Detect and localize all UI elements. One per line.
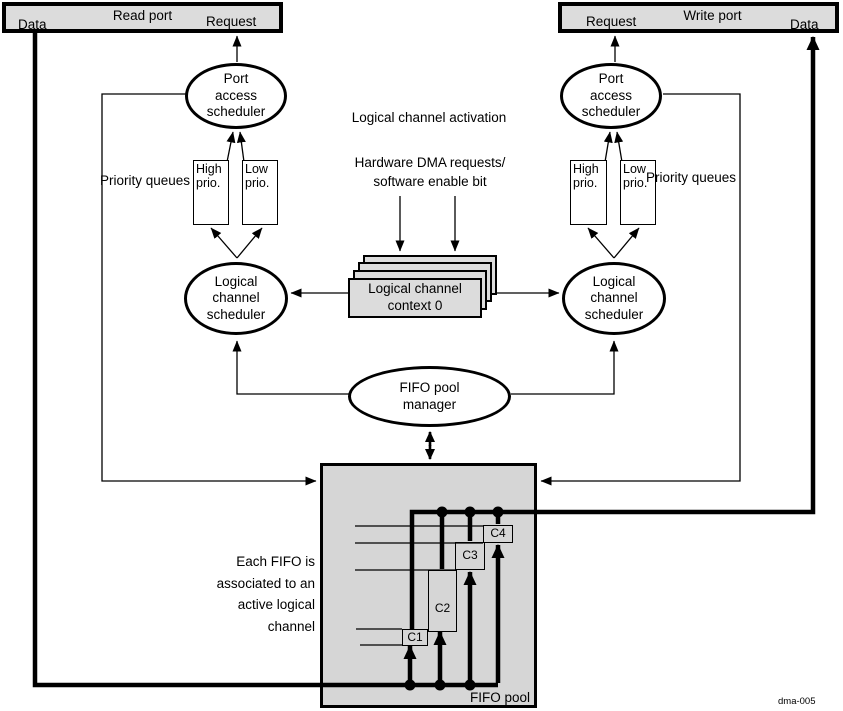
priority-queues-label-right: Priority queues — [645, 170, 737, 185]
fifo-pool-manager-label: FIFO pool manager — [399, 380, 460, 412]
port-access-scheduler-right-label: Port access scheduler — [581, 71, 641, 120]
read-data-path — [32, 33, 498, 688]
junction-dots — [404, 506, 504, 691]
fifo-pool-label: FIFO pool — [469, 690, 530, 705]
fifo-pool-manager: FIFO pool manager — [348, 366, 511, 427]
port-access-scheduler-left: Port access scheduler — [185, 63, 287, 129]
write-port-data-label: Data — [790, 17, 819, 32]
fifo-input-arrows — [403, 544, 505, 685]
port-access-scheduler-right: Port access scheduler — [560, 63, 662, 129]
fifo-channel-label-c4: C4 — [490, 526, 506, 540]
port-access-scheduler-left-label: Port access scheduler — [206, 71, 266, 120]
write-port-box — [558, 2, 839, 33]
fifo-channel-box-c4 — [483, 525, 513, 543]
read-port-title: Read port — [112, 8, 173, 23]
logical-channel-context-label: Logical channel context 0 — [368, 281, 462, 313]
figure-id: dma-005 — [778, 696, 816, 707]
low-priority-queue-left: Low prio. — [242, 160, 278, 225]
fifo-note: Each FIFO is associated to an active log… — [216, 554, 315, 634]
logical-channel-scheduler-right: Logical channel scheduler — [562, 262, 666, 335]
read-port-data-label: Data — [18, 17, 47, 32]
high-priority-queue-right: High prio. — [570, 160, 607, 225]
control-request-lines — [101, 35, 741, 486]
fifo-channel-label-c3: C3 — [462, 548, 478, 562]
fifo-partition-lines — [355, 525, 483, 646]
fifo-channel-label-c2: C2 — [434, 601, 451, 615]
write-port-request-label: Request — [586, 14, 637, 29]
read-port-box — [2, 2, 283, 33]
low-priority-queue-right: Low prio. — [620, 160, 656, 225]
logical-channel-scheduler-left-label: Logical channel scheduler — [206, 273, 266, 322]
hardware-dma-requests-label: Hardware DMA requests/ software enable b… — [354, 155, 506, 189]
high-priority-queue-left: High prio. — [193, 160, 229, 225]
fifo-channel-label-c1: C1 — [407, 630, 423, 644]
logical-channel-activation-label: Logical channel activation — [351, 110, 507, 125]
logical-channel-scheduler-left: Logical channel scheduler — [184, 262, 288, 335]
read-port-request-label: Request — [206, 14, 257, 29]
logical-channel-scheduler-right-label: Logical channel scheduler — [584, 273, 644, 322]
priority-queues-label-left: Priority queues — [99, 173, 191, 188]
logical-channel-context-box: Logical channel context 0 — [348, 278, 482, 318]
fifo-channel-box-c3 — [455, 542, 485, 570]
write-port-title: Write port — [683, 8, 742, 23]
